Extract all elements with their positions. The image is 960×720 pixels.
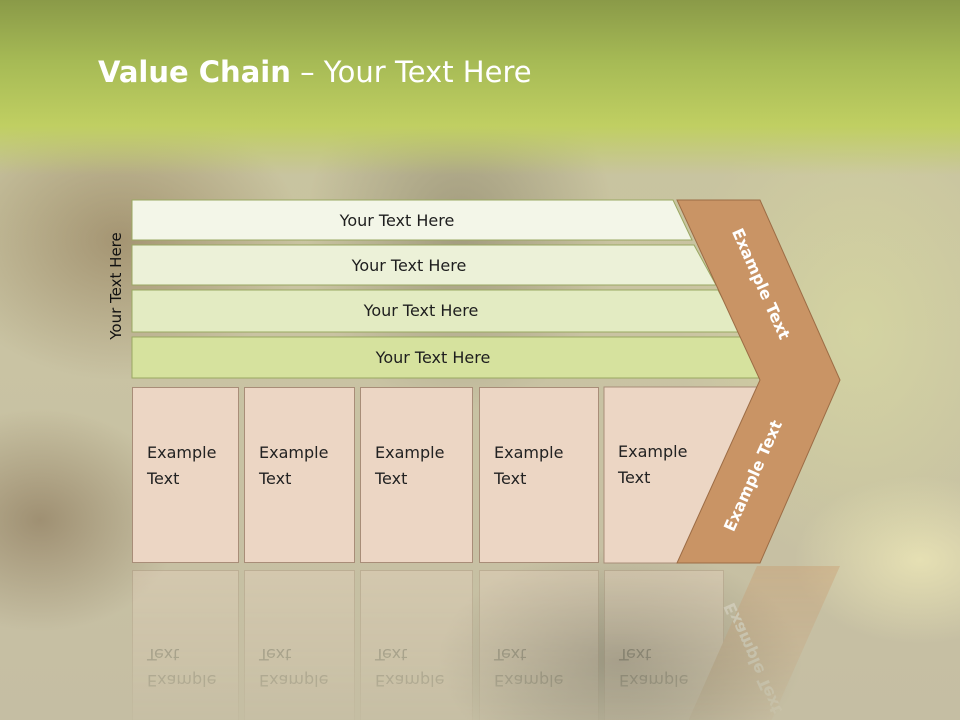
title-bold: Value Chain: [98, 55, 291, 89]
activity-box-3-text: Example Text: [375, 443, 445, 488]
bar-row-2: Your Text Here: [351, 255, 467, 275]
reflection-chevron-shape: [677, 566, 840, 720]
header-band: [0, 0, 960, 175]
reflection-chevron: Example Text: [677, 566, 840, 720]
chevron-shape: [676, 199, 841, 564]
activity-box-5: Example Text: [604, 387, 724, 563]
page-title: Value Chain – Your Text Here: [98, 55, 532, 89]
bar-row-1: Your Text Here: [339, 210, 455, 230]
activity-box-3: Example Text: [360, 387, 473, 563]
bar-row-4: Your Text Here: [375, 347, 491, 367]
title-rest: – Your Text Here: [290, 55, 532, 89]
activity-box-2-text: Example Text: [259, 443, 329, 488]
activity-box-2: Example Text: [244, 387, 355, 563]
activity-box-5-text: Example Text: [618, 442, 688, 487]
activity-box-1-text: Example Text: [147, 443, 217, 488]
activity-box-1: Example Text: [132, 387, 239, 563]
activity-box-4: Example Text: [479, 387, 599, 563]
reflection: Example Text Example Text Example Text E…: [0, 566, 960, 720]
activity-box-4-text: Example Text: [494, 443, 564, 488]
bar-row-3: Your Text Here: [363, 300, 479, 320]
bar-shape-1: [131, 199, 693, 241]
